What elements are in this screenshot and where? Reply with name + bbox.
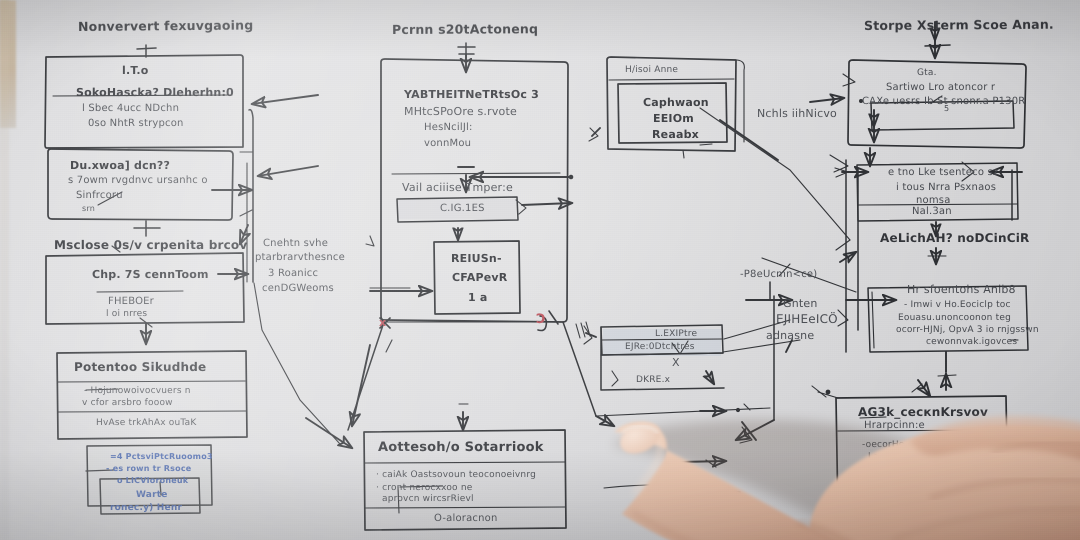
- left-box3-line-1: FHEBOEr: [108, 296, 154, 307]
- right-top-inner-1: Caphwaon: [643, 96, 709, 109]
- center-inner-strip-label: C.IG.1ES: [440, 203, 485, 214]
- center-side-note-3: 3 Roanicc: [268, 268, 318, 279]
- left-box3-title: Chp. 7S cennToom: [92, 268, 209, 281]
- left-box2-line-2: s 7owm rvgdnvc ursanhc o: [68, 175, 208, 186]
- left-blue-footer-2: ronec.y) Henr: [110, 503, 182, 513]
- left-box2-line-3: Sinfrcoru: [76, 190, 123, 201]
- left-blue-row-1: =4 PctsviPtcRuoomo3: [110, 452, 213, 461]
- small-box-fill: [603, 329, 721, 356]
- right-mid-line-2: CAXe uesrs Ib St snonr.a P130R: [862, 96, 1025, 107]
- right-top-inner-2: EEIOm: [653, 112, 694, 125]
- center-bottom-bullet-1: · caiAk Oastsovoun teoconoeivnrg: [376, 470, 536, 480]
- left-blue-block-fill: [86, 448, 211, 500]
- right-detail-title: Hr sfoentohs Anib8: [907, 283, 1016, 296]
- right-section-label: AeLichAH? noDCinCiR: [880, 231, 1029, 245]
- center-bottom-bullet-3: aprovcn wircsrRievl: [382, 494, 474, 504]
- right-detail-line-2: Eouasu.unoncoonon teg: [898, 313, 1011, 323]
- left-box1-title: l.T.o: [122, 64, 149, 77]
- center-section-label: Vail aciiise Tmper:e: [402, 181, 513, 194]
- center-main-line-3: HesNcilJl:: [424, 122, 473, 133]
- center-side-note-1: Cnehtn svhe: [263, 238, 328, 249]
- small-box-footer: DKRE.x: [636, 375, 670, 385]
- right-mid-line-1: Sartiwo Lro atoncor r: [886, 82, 995, 93]
- center-left-red-tick: x: [379, 316, 386, 329]
- bottom-shadow: [0, 450, 1080, 540]
- left-box4-row-1: - Hojunowoivocvuers n: [84, 386, 191, 396]
- right-bottom-title: AG3k_cескnKrsvov: [858, 405, 988, 419]
- center-side-note-4: cenDGWeoms: [262, 283, 334, 294]
- left-blue-row-3: o LICVIoroneuk: [117, 476, 188, 485]
- small-box-cross-mark: X: [672, 356, 680, 369]
- center-side-note-2: ptarbrarvthesnce: [255, 252, 345, 263]
- center-strip-fill: [398, 199, 516, 219]
- center-main-line-1: YABTHEITNeTRtsOc 3: [404, 88, 539, 101]
- left-box1-line-2: l Sbec 4ucc NDchn: [82, 103, 179, 114]
- left-blue-footer-1: Warte: [136, 490, 168, 500]
- right-detail-line-3: ocorr-HJNj, OpvA 3 io rnjgsswn: [896, 325, 1039, 335]
- right-top-inner-3: Reaabx: [652, 128, 699, 141]
- left-box2-sub: srn: [82, 204, 95, 213]
- gated-label-3: adnasne: [766, 329, 814, 342]
- center-main-line-2: MHtcSPoOre s.rvote: [404, 105, 517, 118]
- left-box4-row-3: HvAse trkAhAx ouTaK: [96, 418, 196, 428]
- gated-label-1: Gnten: [783, 297, 818, 310]
- right-mid-inner-mark: 5: [944, 104, 949, 113]
- right-mid2-line-1: e tno Lke tsenteco sz: [888, 167, 998, 178]
- left-box4-title: Potentoo Sikudhde: [74, 360, 206, 374]
- right-mid2-line-3: nomsa: [916, 195, 951, 206]
- center-inner-box-line-1: REIUSn-: [451, 252, 502, 265]
- right-detail-line-1: - Imwi v Ho.Eociclp toc: [904, 300, 1011, 310]
- right-top-box-title: H/isoi Anne: [625, 65, 678, 75]
- center-main-line-4: vonnMou: [424, 138, 471, 149]
- center-inner-box-line-2: CFAPevR: [452, 271, 507, 284]
- left-box3-line-2: l oi nrres: [106, 309, 147, 319]
- left-box4-row-2: v cfor arsbro fooow: [82, 398, 173, 408]
- right-detail-line-4: cewonnvak.igovces: [926, 337, 1017, 347]
- center-right-red-tick: Ɔ: [536, 312, 546, 327]
- center-inner-box-line-3: 1 a: [468, 291, 488, 304]
- left-box1-line-1: SokoHascka? Dleherhn:0: [76, 86, 234, 99]
- small-box-line: EJRe:0Dtcntres: [625, 342, 695, 352]
- left-middle-label: Msclose 0s/v crpenita brcov: [54, 238, 247, 252]
- center-bottom-bullet-2: · cront nerocxxoo ne: [376, 483, 472, 493]
- left-blue-row-2: -.es rown tr Rsoce: [106, 464, 191, 473]
- left-box2-line-1: Du.xwoa] dcn??: [70, 159, 170, 172]
- small-box-title: L.EXIPtre: [655, 329, 697, 339]
- top-shadow: [0, 0, 1080, 58]
- right-mid2-line-2: i tous Nrra Psxnaos: [896, 182, 996, 193]
- right-mid2-footer: Nal.3an: [912, 206, 952, 217]
- center-bottom-footer: O-aloracnon: [434, 513, 498, 524]
- center-bottom-title: Aottesoh/o Sotarriook: [378, 440, 544, 455]
- prefix-label: -P8eUcmn<ce): [740, 269, 817, 280]
- gated-label-2: EJIHEeICÖ: [776, 312, 838, 326]
- right-mid-title: Gta.: [917, 68, 937, 78]
- right-connector-label: Nchls iihNicvo: [757, 107, 837, 120]
- left-box1-line-3: 0so NhtR strypcon: [88, 118, 184, 129]
- desk-edge-shadow: [0, 0, 9, 540]
